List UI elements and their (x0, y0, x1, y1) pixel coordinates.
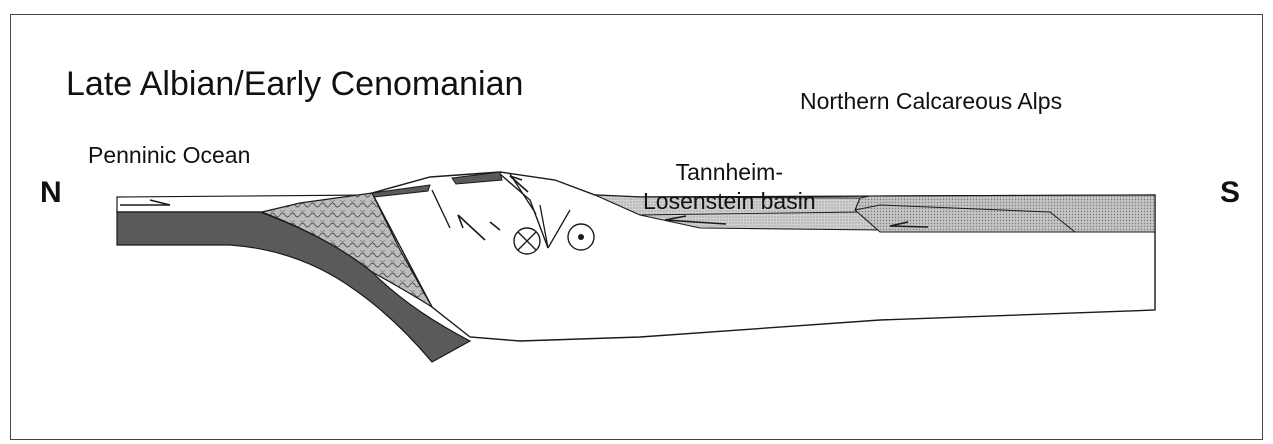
direction-south: S (1220, 176, 1240, 209)
motion-away-symbol (514, 228, 540, 254)
motion-toward-symbol (568, 224, 594, 250)
label-northern-calcareous-alps: Northern Calcareous Alps (800, 89, 1062, 114)
direction-north: N (40, 176, 62, 209)
label-tannheim-line2: Losenstein basin (643, 187, 816, 216)
label-tannheim-line1: Tannheim- (643, 158, 816, 187)
diagram-title: Late Albian/Early Cenomanian (66, 66, 523, 103)
label-penninic-ocean: Penninic Ocean (88, 143, 250, 168)
label-tannheim-losenstein-basin: Tannheim- Losenstein basin (643, 158, 816, 217)
